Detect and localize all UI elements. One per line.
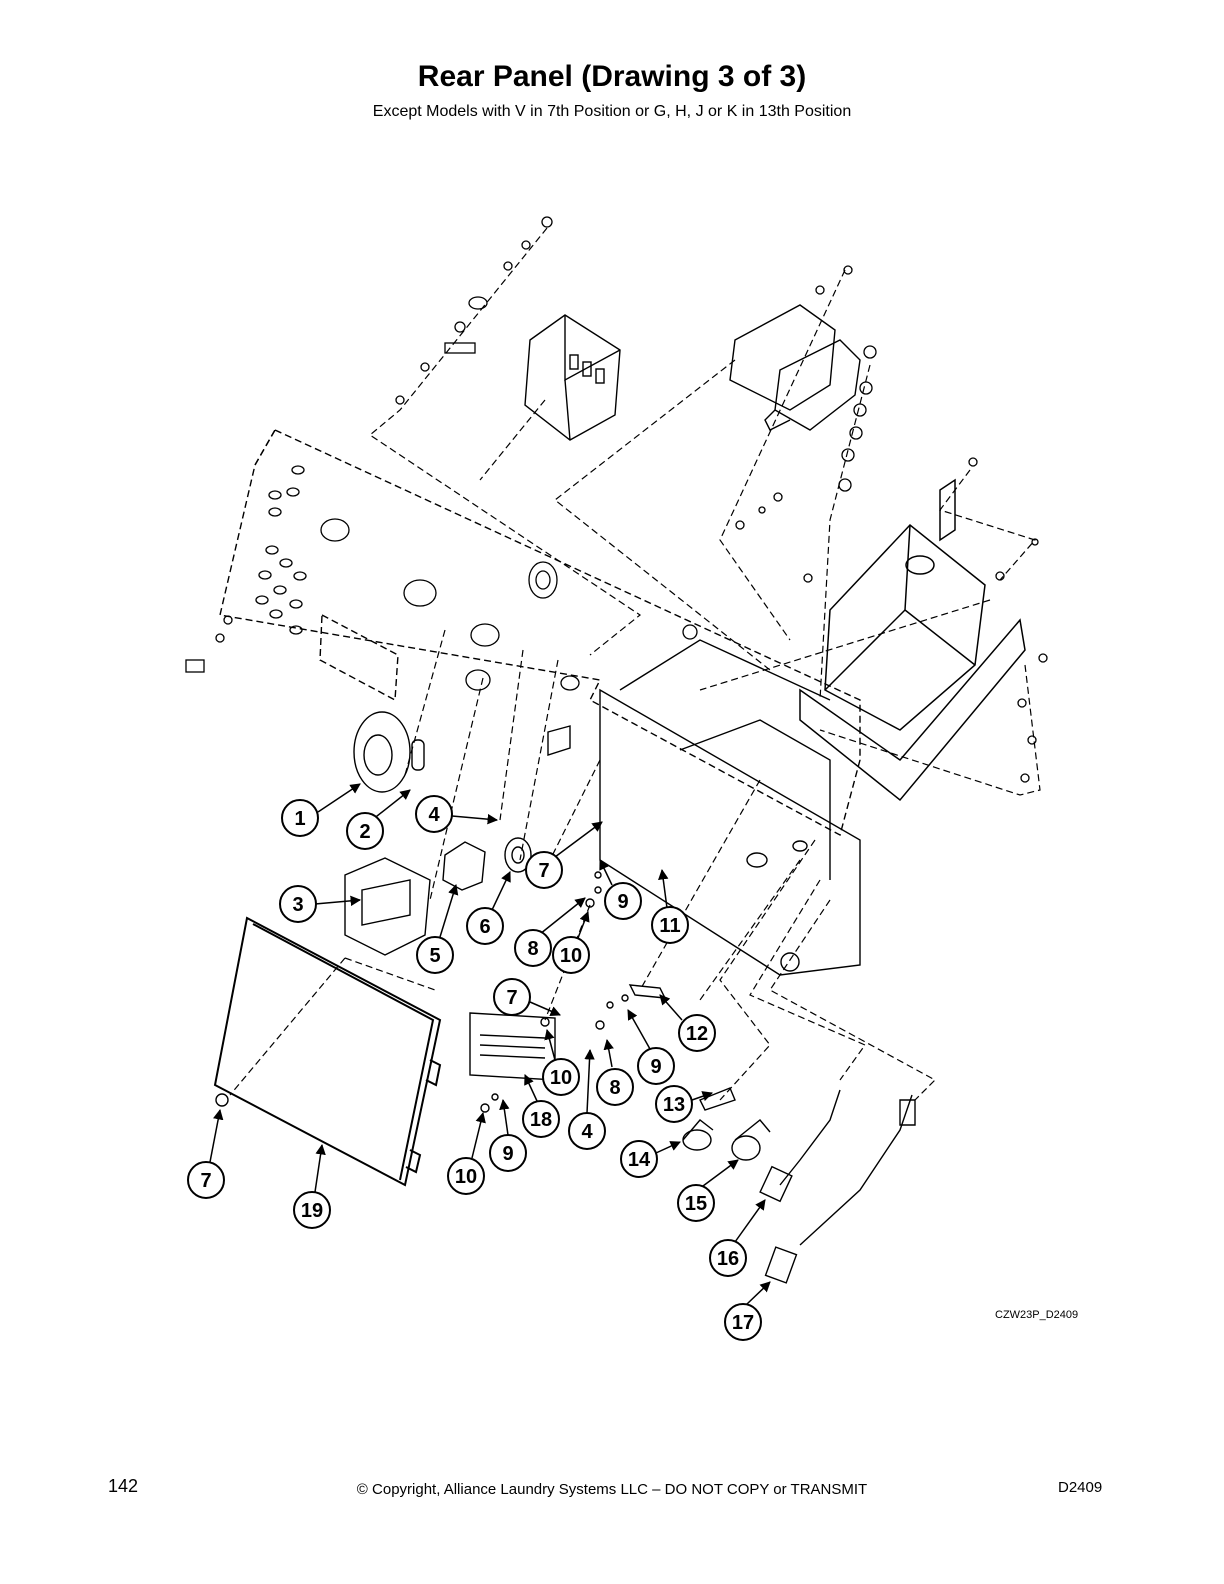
transformer-enclosure xyxy=(799,478,1026,802)
front-parts xyxy=(215,711,916,1284)
callout-12: 12 xyxy=(659,994,716,1052)
callout-label: 19 xyxy=(301,1200,323,1222)
callout-label: 7 xyxy=(538,860,549,882)
rear-panel-holes xyxy=(255,465,580,691)
callout-label: 7 xyxy=(200,1170,211,1192)
callout-7: 7 xyxy=(525,821,603,889)
callout-9: 9 xyxy=(599,859,642,920)
callout-group: 1 2 3 4 5 6 7 8 9 10 11 8 10 9 7 12 10 9… xyxy=(187,783,771,1341)
callout-16: 16 xyxy=(709,1199,766,1277)
callout-1: 1 xyxy=(281,783,361,837)
callout-label: 10 xyxy=(560,945,582,967)
callout-label: 16 xyxy=(717,1248,739,1270)
callout-label: 12 xyxy=(686,1023,708,1045)
callout-7-b: 7 xyxy=(493,978,561,1017)
callout-label: 9 xyxy=(650,1056,661,1078)
callout-label: 11 xyxy=(659,915,680,937)
callout-label: 15 xyxy=(685,1193,707,1215)
page-number: 142 xyxy=(108,1476,139,1496)
callout-label: 10 xyxy=(455,1166,477,1188)
callout-label: 14 xyxy=(628,1149,651,1171)
callout-8-c xyxy=(600,1020,610,1047)
page-title: Rear Panel (Drawing 3 of 3) xyxy=(417,60,807,93)
callout-6: 6 xyxy=(466,871,511,945)
callout-4-b: 4 xyxy=(568,1048,606,1150)
callout-label: 18 xyxy=(530,1109,552,1131)
callout-label: 8 xyxy=(609,1077,620,1099)
callout-label: 6 xyxy=(479,916,490,938)
page-subtitle: Except Models with V in 7th Position or … xyxy=(372,103,852,120)
callout-label: 4 xyxy=(428,804,440,826)
copyright-notice: © Copyright, Alliance Laundry Systems LL… xyxy=(356,1481,868,1498)
document-id: D2409 xyxy=(1058,1479,1103,1496)
callout-5: 5 xyxy=(416,883,459,974)
callout-2: 2 xyxy=(346,789,411,850)
callout-9-c: 9 xyxy=(489,1098,527,1172)
rear-panel-plate xyxy=(219,429,861,837)
callout-label: 13 xyxy=(663,1094,685,1116)
callout-10-c: 10 xyxy=(447,1111,486,1195)
callout-19: 19 xyxy=(293,1143,331,1229)
callout-label: 10 xyxy=(550,1067,572,1089)
callout-17: 17 xyxy=(724,1281,771,1341)
callout-label: 3 xyxy=(292,894,303,916)
callout-label: 8 xyxy=(527,938,538,960)
callout-label: 9 xyxy=(617,891,628,913)
callout-8-b: 8 xyxy=(596,1038,634,1106)
callout-8: 8 xyxy=(514,897,586,967)
callout-10-b: 10 xyxy=(542,1028,580,1096)
callout-label: 5 xyxy=(429,945,440,967)
top-fastener-stack xyxy=(185,216,1048,783)
callout-label: 17 xyxy=(732,1312,754,1334)
callout-9-b: 9 xyxy=(627,1009,675,1085)
callout-label: 7 xyxy=(506,987,517,1009)
callout-4: 4 xyxy=(415,795,499,833)
callout-label: 1 xyxy=(294,808,305,830)
callout-label: 9 xyxy=(502,1143,513,1165)
terminal-block-assembly xyxy=(729,304,861,431)
callout-3: 3 xyxy=(279,885,362,923)
front-access-cover xyxy=(213,916,442,1187)
callout-label: 4 xyxy=(581,1121,593,1143)
assembly-leader-lines xyxy=(229,227,1041,1101)
callout-11: 11 xyxy=(651,868,689,944)
contactor-block xyxy=(524,314,621,441)
callout-10: 10 xyxy=(552,911,590,974)
callout-15: 15 xyxy=(677,1159,739,1222)
callout-18: 18 xyxy=(522,1074,560,1138)
callout-label: 2 xyxy=(359,821,370,843)
callout-13: 13 xyxy=(655,1085,713,1123)
callout-7-c: 7 xyxy=(187,1108,225,1199)
drawing-reference: CZW23P_D2409 xyxy=(995,1309,1079,1321)
callout-14: 14 xyxy=(620,1140,681,1178)
